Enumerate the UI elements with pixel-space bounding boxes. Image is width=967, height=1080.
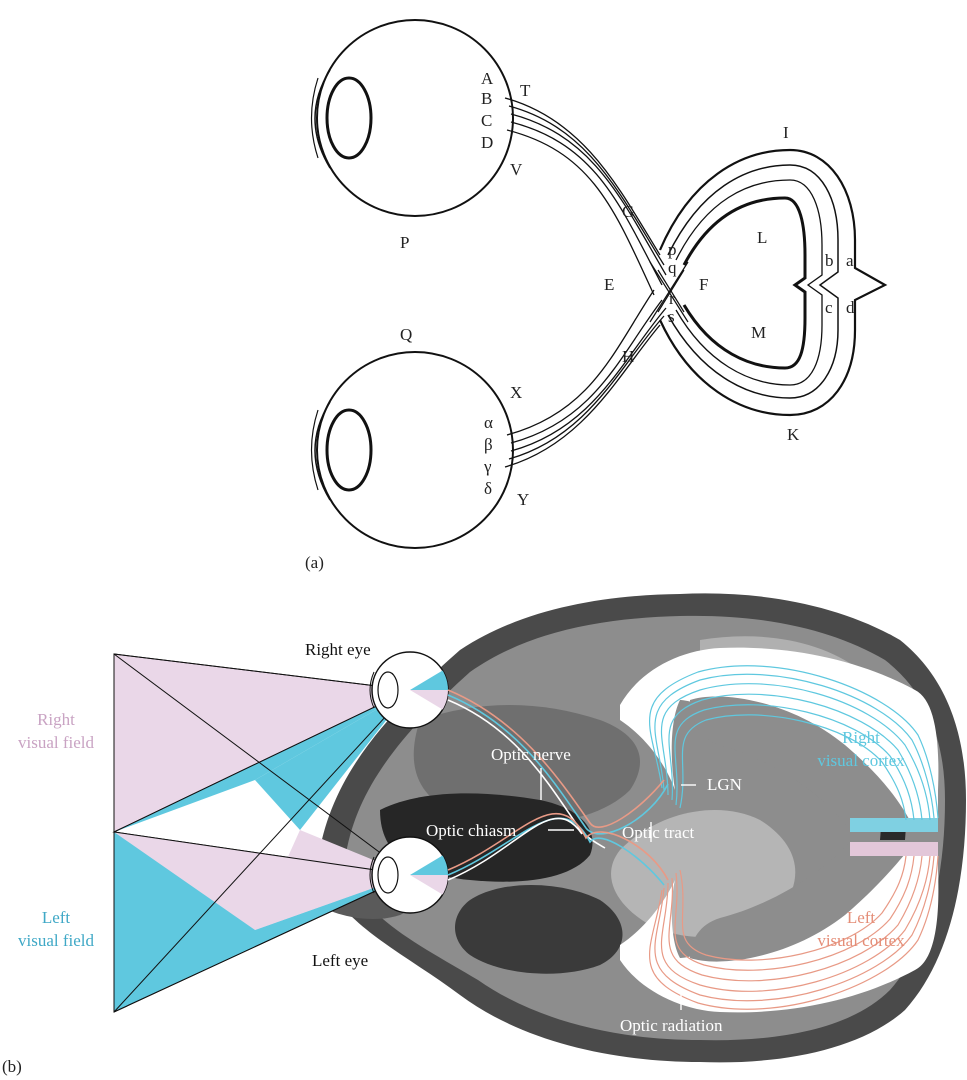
right-visual-field-line1: Right (37, 710, 75, 729)
label-r: r (669, 289, 675, 308)
label-H: H (622, 347, 634, 366)
label-F: F (699, 275, 708, 294)
label-B: B (481, 89, 492, 108)
label-p: p (668, 240, 677, 259)
label-C: C (481, 111, 492, 130)
right-eye-label: Right eye (305, 640, 371, 659)
visual-radiation-loops (660, 150, 885, 415)
label-q: q (668, 258, 677, 277)
label-M: M (751, 323, 766, 342)
left-visual-cortex-line1: Left (847, 908, 876, 927)
label-Y: Y (517, 490, 529, 509)
label-a: a (846, 251, 854, 270)
label-T: T (520, 81, 531, 100)
label-d: d (846, 298, 855, 317)
label-beta: β (484, 435, 493, 454)
optic-radiation-label: Optic radiation (620, 1016, 723, 1035)
label-Q: Q (400, 325, 412, 344)
label-V: V (510, 160, 523, 179)
optic-chiasm-label: Optic chiasm (426, 821, 516, 840)
right-cortex-band (850, 818, 938, 832)
label-alpha: α (484, 413, 493, 432)
label-b: b (825, 251, 834, 270)
label-delta: δ (484, 479, 492, 498)
left-visual-field-line2: visual field (18, 931, 95, 950)
bottom-optic-nerve-fibers (505, 290, 666, 467)
top-optic-nerve-fibers (505, 98, 666, 295)
left-cortex-band (850, 842, 938, 856)
panel-b-illustration (114, 593, 966, 1062)
panel-a-labels: A B C D T V P Q G E F H I K L M X Y α β … (305, 69, 855, 572)
optic-nerve-label: Optic nerve (491, 745, 571, 764)
label-A: A (481, 69, 494, 88)
left-visual-cortex-line2: visual cortex (817, 931, 905, 950)
left-eye-label: Left eye (312, 951, 368, 970)
label-G: G (622, 202, 634, 221)
label-L: L (757, 228, 767, 247)
label-E: E (604, 275, 614, 294)
label-D: D (481, 133, 493, 152)
left-visual-field-line1: Left (42, 908, 71, 927)
label-c: c (825, 298, 833, 317)
optic-tract-label: Optic tract (622, 823, 694, 842)
panel-a-caption: (a) (305, 553, 324, 572)
panel-b-caption: (b) (2, 1057, 22, 1076)
label-gamma: γ (483, 457, 492, 476)
panel-a-schematic (312, 20, 886, 548)
label-K: K (787, 425, 800, 444)
label-s: s (668, 307, 675, 326)
right-visual-field-line2: visual field (18, 733, 95, 752)
label-I: I (783, 123, 789, 142)
right-visual-cortex-line2: visual cortex (817, 751, 905, 770)
label-X: X (510, 383, 522, 402)
bottom-eyeball (312, 352, 514, 548)
right-visual-cortex-line1: Right (842, 728, 880, 747)
lgn-label: LGN (707, 775, 742, 794)
label-P: P (400, 233, 409, 252)
